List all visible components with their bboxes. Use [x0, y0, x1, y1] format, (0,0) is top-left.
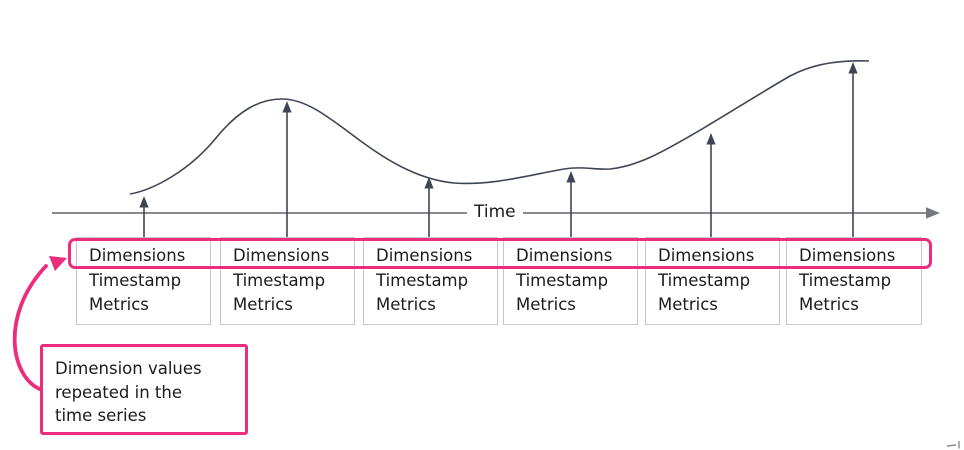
record-metrics-label: Metrics: [233, 295, 293, 314]
record-dimensions-label: Dimensions: [799, 246, 896, 265]
time-series-curve: [129, 59, 870, 195]
annotation-callout-text: Dimension values repeated in the time se…: [55, 359, 202, 425]
record-metrics-label: Metrics: [516, 295, 576, 314]
time-axis-label: Time: [467, 201, 523, 223]
record-dimensions-label: Dimensions: [89, 246, 186, 265]
record-box-5: Dimensions Timestamp Metrics: [645, 237, 780, 325]
value-arrow-5: [706, 133, 716, 237]
canvas-edge-artifact: [946, 441, 960, 449]
value-arrow-head-icon: [282, 101, 292, 113]
record-timestamp-label: Timestamp: [516, 270, 609, 290]
value-arrow-head-icon: [848, 62, 858, 74]
record-timestamp-label: Timestamp: [658, 270, 751, 290]
value-arrow-3: [424, 177, 434, 237]
value-arrow-head-icon: [706, 133, 716, 145]
record-metrics-label: Metrics: [799, 295, 859, 314]
record-dimensions-label: Dimensions: [376, 246, 473, 265]
record-dimensions-label: Dimensions: [233, 246, 330, 265]
record-timestamp-label: Timestamp: [89, 270, 182, 290]
value-arrow-head-icon: [566, 171, 576, 183]
record-dimensions-label: Dimensions: [658, 246, 755, 265]
value-arrow-4: [566, 171, 576, 237]
annotation-arrow-path: [12, 264, 48, 392]
record-metrics-label: Metrics: [376, 295, 436, 314]
record-metrics-label: Metrics: [658, 295, 718, 314]
record-box-4: Dimensions Timestamp Metrics: [503, 237, 638, 325]
record-box-1: Dimensions Timestamp Metrics: [76, 237, 211, 325]
record-box-3: Dimensions Timestamp Metrics: [363, 237, 498, 325]
record-dimensions-label: Dimensions: [516, 246, 613, 265]
record-timestamp-label: Timestamp: [233, 270, 326, 290]
record-box-2: Dimensions Timestamp Metrics: [220, 237, 355, 325]
value-arrow-1: [139, 196, 149, 237]
record-timestamp-label: Timestamp: [799, 270, 892, 290]
annotation-callout: Dimension values repeated in the time se…: [40, 344, 248, 435]
value-arrow-head-icon: [139, 196, 149, 208]
time-axis-arrowhead-icon: [926, 207, 940, 219]
record-box-6: Dimensions Timestamp Metrics: [786, 237, 922, 325]
record-metrics-label: Metrics: [89, 295, 149, 314]
value-arrow-6: [848, 62, 858, 237]
value-arrow-head-icon: [424, 177, 434, 189]
value-arrow-2: [282, 101, 292, 237]
record-timestamp-label: Timestamp: [376, 270, 469, 290]
annotation-arrow-head-icon: [49, 256, 67, 271]
